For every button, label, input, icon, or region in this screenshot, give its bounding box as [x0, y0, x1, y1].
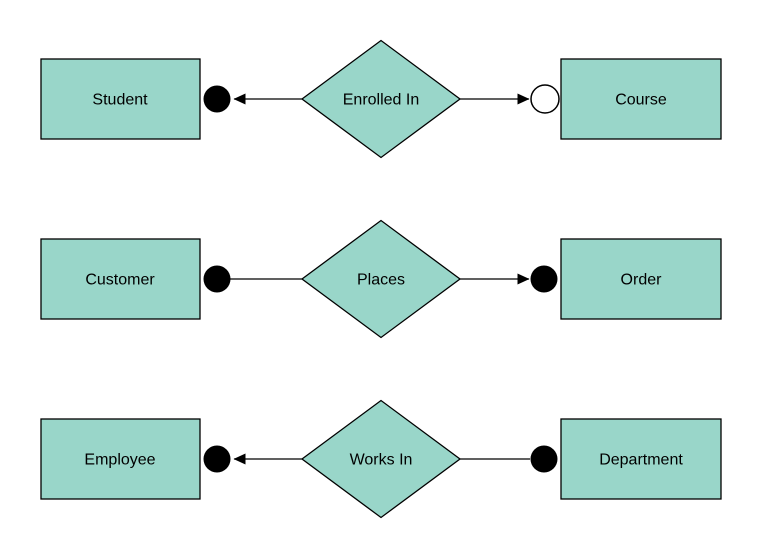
entity-label-right: Order: [621, 272, 663, 289]
entity-box-left: [40, 418, 201, 500]
filled-circle-marker-right: [530, 445, 558, 473]
filled-circle-marker-left: [203, 85, 231, 113]
entity-label-left: Customer: [85, 272, 155, 289]
relationship-label: Enrolled In: [343, 92, 420, 109]
relationship-row-student-course: Student Enrolled In Course: [40, 39, 722, 159]
relationship-row-customer-order: Customer Places Order: [40, 219, 722, 339]
relationship-row-employee-department: Employee Works In Department: [40, 399, 722, 519]
filled-circle-marker-right: [530, 265, 558, 293]
entity-box-left: [40, 58, 201, 140]
relationship-label: Works In: [350, 452, 413, 469]
entity-label-left: Employee: [84, 452, 155, 469]
entity-box-right: [560, 238, 722, 320]
entity-label-left: Student: [92, 92, 148, 109]
entity-box-right: [560, 418, 722, 500]
entity-label-right: Department: [599, 452, 683, 469]
relationship-label: Places: [357, 272, 405, 289]
filled-circle-marker-left: [203, 445, 231, 473]
entity-label-right: Course: [615, 92, 667, 109]
entity-box-right: [560, 58, 722, 140]
open-circle-marker-right: [530, 84, 560, 114]
filled-circle-marker-left: [203, 265, 231, 293]
entity-box-left: [40, 238, 201, 320]
